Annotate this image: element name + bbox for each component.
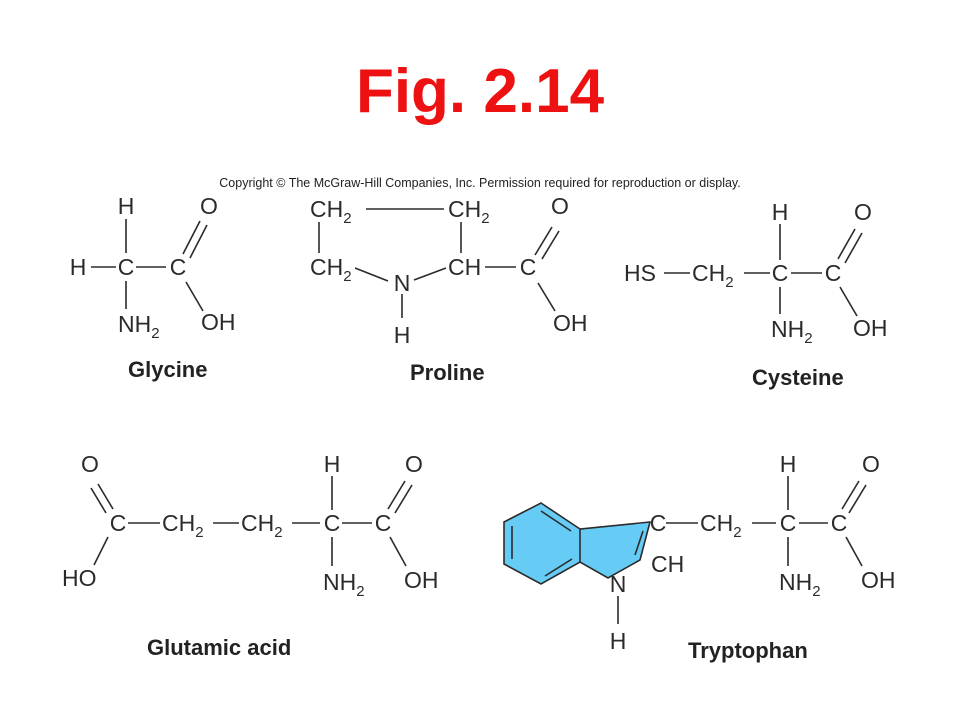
atom-c: C [375,510,392,536]
atom-c: C [772,260,789,286]
proline-structure: CH2 CH2 O CH2 CH C N H OH Proline [310,193,588,385]
atom-h: H [118,193,135,219]
thiol-group: HS [624,260,656,286]
atom-c: C [780,510,797,536]
methylene-group: CH2 [448,196,490,227]
hydroxyl-group: OH [553,310,588,336]
figure-title: Fig. 2.14 [355,57,605,126]
glycine-label: Glycine [128,357,207,382]
atom-h: H [394,322,411,348]
atom-h: H [70,254,87,280]
amino-group: NH2 [779,569,821,600]
hydroxyl-group: OH [404,567,439,593]
atom-h: H [324,451,341,477]
indole-ring [503,502,652,585]
glycine-structure: H O H C C NH2 OH Glycine [70,193,236,382]
atom-h: H [772,199,789,225]
methine-group: CH [448,254,481,280]
amino-group: NH2 [771,316,813,347]
aromatic-bond [634,530,644,556]
atom-h: H [610,628,627,654]
atom-c: C [825,260,842,286]
atom-c: C [831,510,848,536]
atom-c: C [520,254,537,280]
atom-n: N [610,571,627,597]
methylene-group: CH2 [692,260,734,291]
tryptophan-label: Tryptophan [688,638,808,663]
methine-group: CH [651,551,684,577]
atom-c: C [118,254,135,280]
hydroxyl-group: OH [861,567,896,593]
atom-c: C [170,254,187,280]
glutamic-acid-structure: O H O C CH2 CH2 C C HO NH2 OH Glutamic a… [62,451,439,660]
atom-o: O [854,199,872,225]
methylene-group: CH2 [700,510,742,541]
glutamic-acid-label: Glutamic acid [147,635,291,660]
methylene-group: CH2 [310,254,352,285]
copyright-notice: Copyright © The McGraw-Hill Companies, I… [219,176,741,190]
hydroxyl-group: OH [201,309,236,335]
atom-h: H [780,451,797,477]
atom-o: O [405,451,423,477]
cysteine-structure: H O HS CH2 C C NH2 OH Cysteine [624,199,888,390]
atom-c: C [324,510,341,536]
atom-o: O [81,451,99,477]
proline-label: Proline [410,360,485,385]
methylene-group: CH2 [241,510,283,541]
atom-c: C [650,510,667,536]
atom-o: O [200,193,218,219]
cysteine-label: Cysteine [752,365,844,390]
tryptophan-structure: H O C CH2 C C CH N NH2 OH H Tryptophan [503,451,896,663]
amino-group: NH2 [118,311,160,342]
methylene-group: CH2 [162,510,204,541]
atom-c: C [110,510,127,536]
hydroxyl-group: HO [62,565,97,591]
methylene-group: CH2 [310,196,352,227]
aromatic-bond [544,558,573,577]
amino-group: NH2 [323,569,365,600]
hydroxyl-group: OH [853,315,888,341]
atom-o: O [862,451,880,477]
atom-n: N [394,270,411,296]
aromatic-bond [540,510,572,532]
atom-o: O [551,193,569,219]
